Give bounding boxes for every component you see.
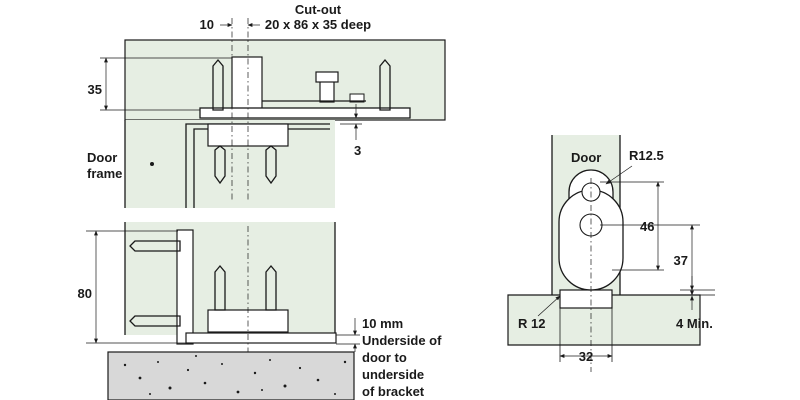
- pivot-bolt: [319, 79, 335, 103]
- dim-37-label: 37: [674, 253, 688, 268]
- bracket-plate-top: [199, 107, 411, 119]
- door-frame-label-2: frame: [87, 166, 122, 181]
- cutout-title: Cut-out: [295, 2, 342, 17]
- dim-35-label: 35: [88, 82, 102, 97]
- pivot-base: [559, 289, 613, 309]
- clearance-label-2: Underside of: [362, 333, 442, 348]
- cutout-size: 20 x 86 x 35 deep: [265, 17, 371, 32]
- door-panel-top: [124, 39, 446, 121]
- radius-top-label: R12.5: [629, 148, 664, 163]
- wood-screws-top: [212, 58, 391, 185]
- dim-80-label: 80: [78, 286, 92, 301]
- dim-4-min-label: 4 Min.: [676, 316, 713, 331]
- top-cutout-view: 35 10 Cut-out 20 x 86 x 35 deep 3 Door f…: [87, 2, 446, 208]
- bracket-foot: [185, 332, 337, 344]
- dim-32-label: 32: [579, 349, 593, 364]
- concrete-floor: [107, 351, 355, 400]
- clearance-label-3: door to: [362, 350, 407, 365]
- bottom-floor-view: 80 10 mm Underside of door to underside …: [78, 222, 442, 400]
- door-bottom-view: Door R12.5 46 37 4 Min. R 12 32: [507, 135, 715, 372]
- adjust-screw: [349, 93, 365, 103]
- door-frame-label-1: Door: [87, 150, 117, 165]
- dim-46-label: 46: [640, 219, 654, 234]
- radius-bottom-label: R 12: [518, 316, 545, 331]
- clearance-label-5: of bracket: [362, 384, 425, 399]
- clearance-label-4: underside: [362, 367, 424, 382]
- wood-screws-bottom: [129, 240, 277, 327]
- dim-3-label: 3: [354, 143, 361, 158]
- bracket-vertical-plate: [176, 229, 194, 345]
- clearance-label-1: 10 mm: [362, 316, 403, 331]
- floor-plate: [507, 294, 701, 346]
- cutout-pocket: [231, 56, 263, 111]
- door-label: Door: [571, 150, 601, 165]
- dim-10-top-label: 10: [200, 17, 214, 32]
